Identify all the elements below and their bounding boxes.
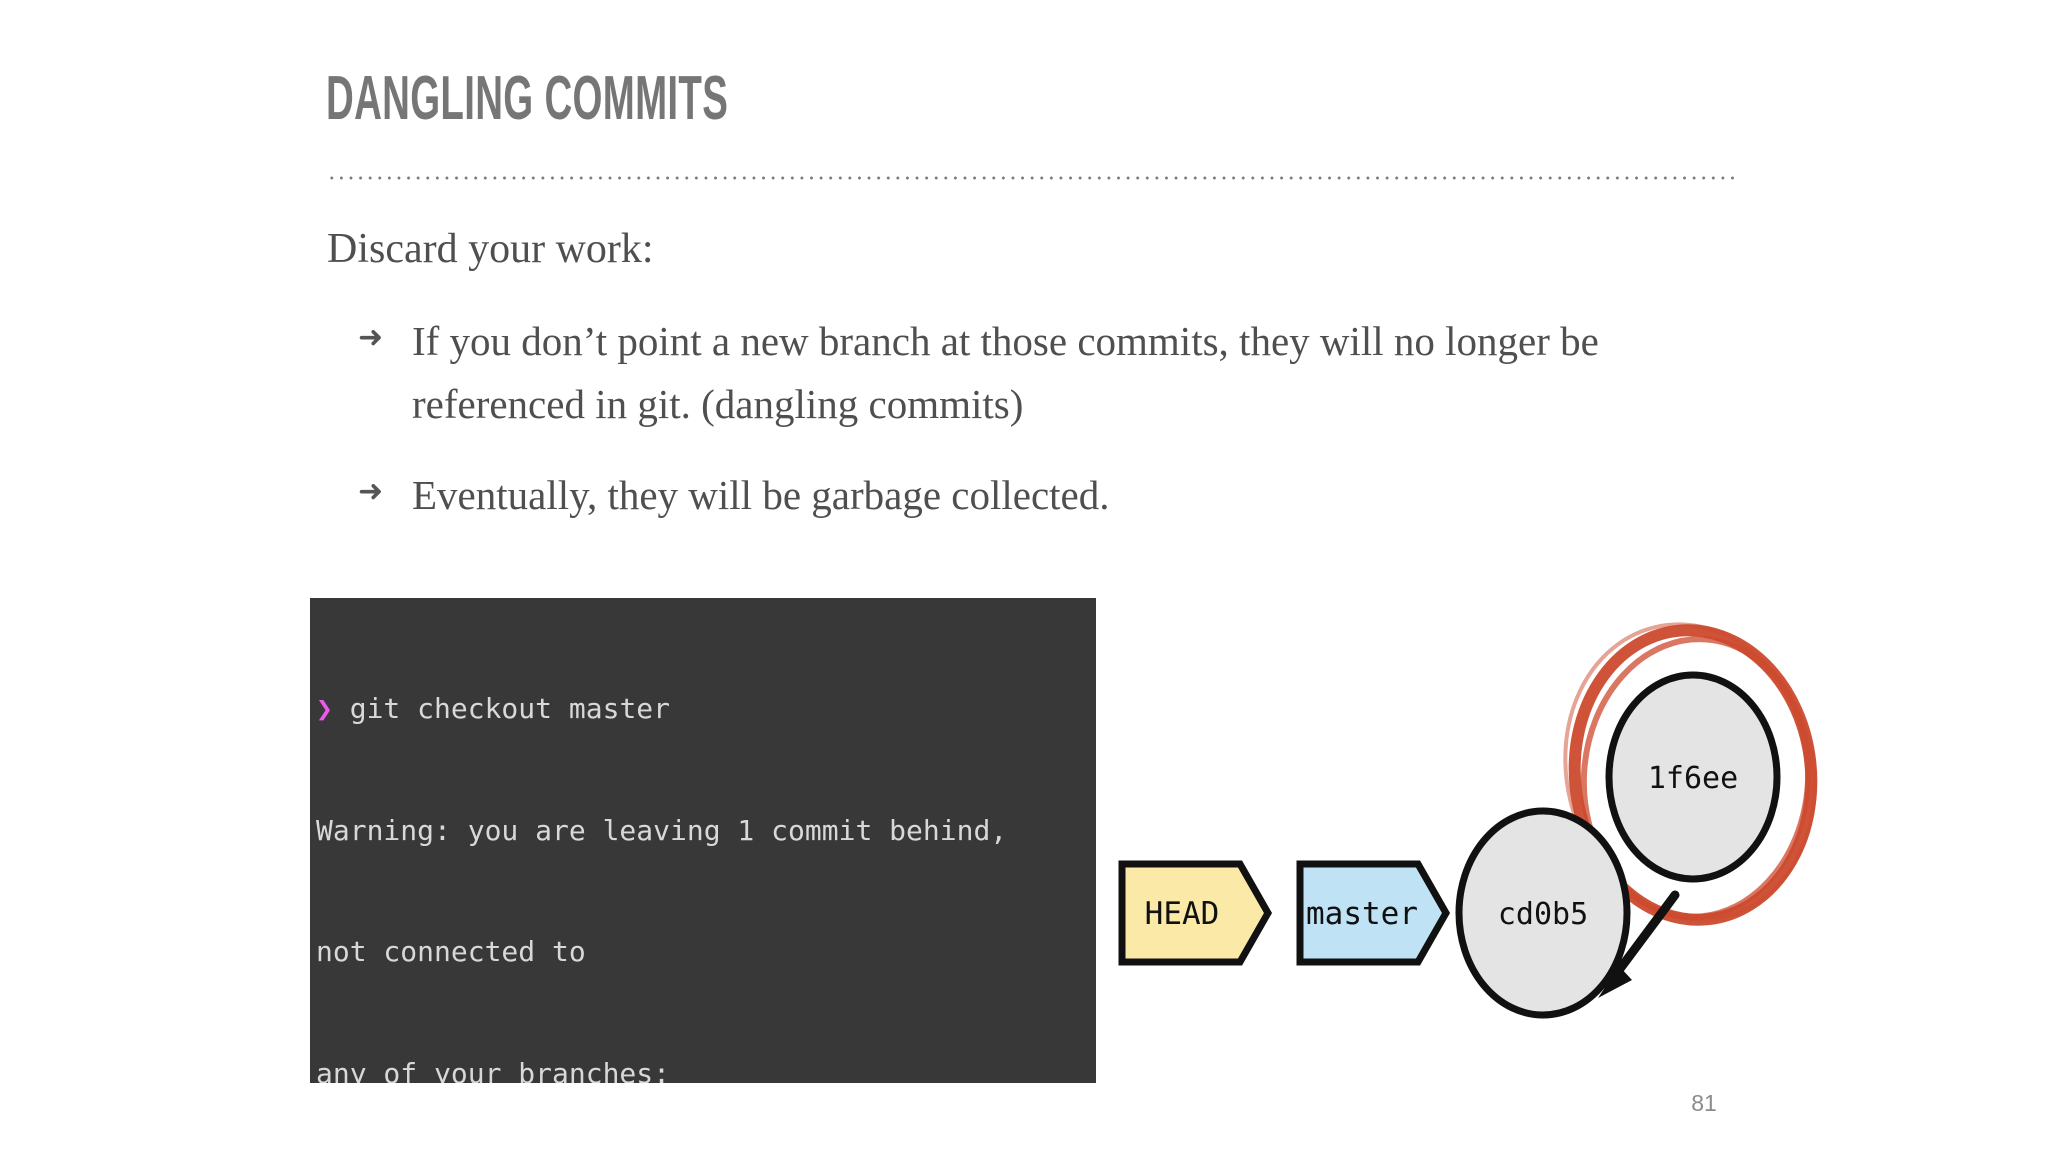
ref-tag-master[interactable]: master: [1296, 860, 1451, 966]
list-item: ➜ If you don’t point a new branch at tho…: [358, 310, 1688, 436]
git-commit-graph: cd0b5 1f6ee HEAD master: [1100, 590, 1930, 1020]
terminal-window[interactable]: ❯ git checkout master Warning: you are l…: [310, 598, 1096, 1083]
list-item-label: If you don’t point a new branch at those…: [412, 318, 1599, 427]
title-divider: [327, 176, 1735, 180]
list-item-label: Eventually, they will be garbage collect…: [412, 472, 1110, 518]
terminal-output-line: Warning: you are leaving 1 commit behind…: [316, 813, 1008, 847]
ref-tag-head[interactable]: HEAD: [1118, 860, 1273, 966]
arrow-bullet-icon: ➜: [358, 320, 384, 355]
commit-node-label: 1f6ee: [1648, 761, 1738, 796]
prompt-icon: ❯: [316, 692, 350, 725]
page-title: DANGLING COMMITS: [326, 64, 729, 133]
terminal-command-line: ❯ git checkout master: [316, 689, 1096, 730]
arrow-bullet-icon: ➜: [358, 474, 384, 509]
commit-node-label: cd0b5: [1498, 897, 1588, 932]
terminal-command: git checkout master: [349, 692, 671, 725]
commit-edge: [1598, 890, 1680, 998]
list-item: ➜ Eventually, they will be garbage colle…: [358, 464, 1688, 527]
terminal-output: ❯ git checkout master Warning: you are l…: [316, 608, 1096, 1083]
commit-node-cd0b5[interactable]: cd0b5: [1455, 807, 1631, 1019]
lead-paragraph: Discard your work:: [327, 226, 654, 272]
ref-tag-label: master: [1306, 896, 1418, 932]
highlight-annotation-icon: [1563, 622, 1818, 926]
ref-tag-label: HEAD: [1145, 896, 1220, 932]
page-number: 81: [1691, 1090, 1717, 1116]
terminal-output-line: any of your branches:: [316, 1056, 671, 1084]
commit-node-1f6ee[interactable]: 1f6ee: [1605, 671, 1781, 883]
terminal-output-line: not connected to: [316, 935, 586, 968]
